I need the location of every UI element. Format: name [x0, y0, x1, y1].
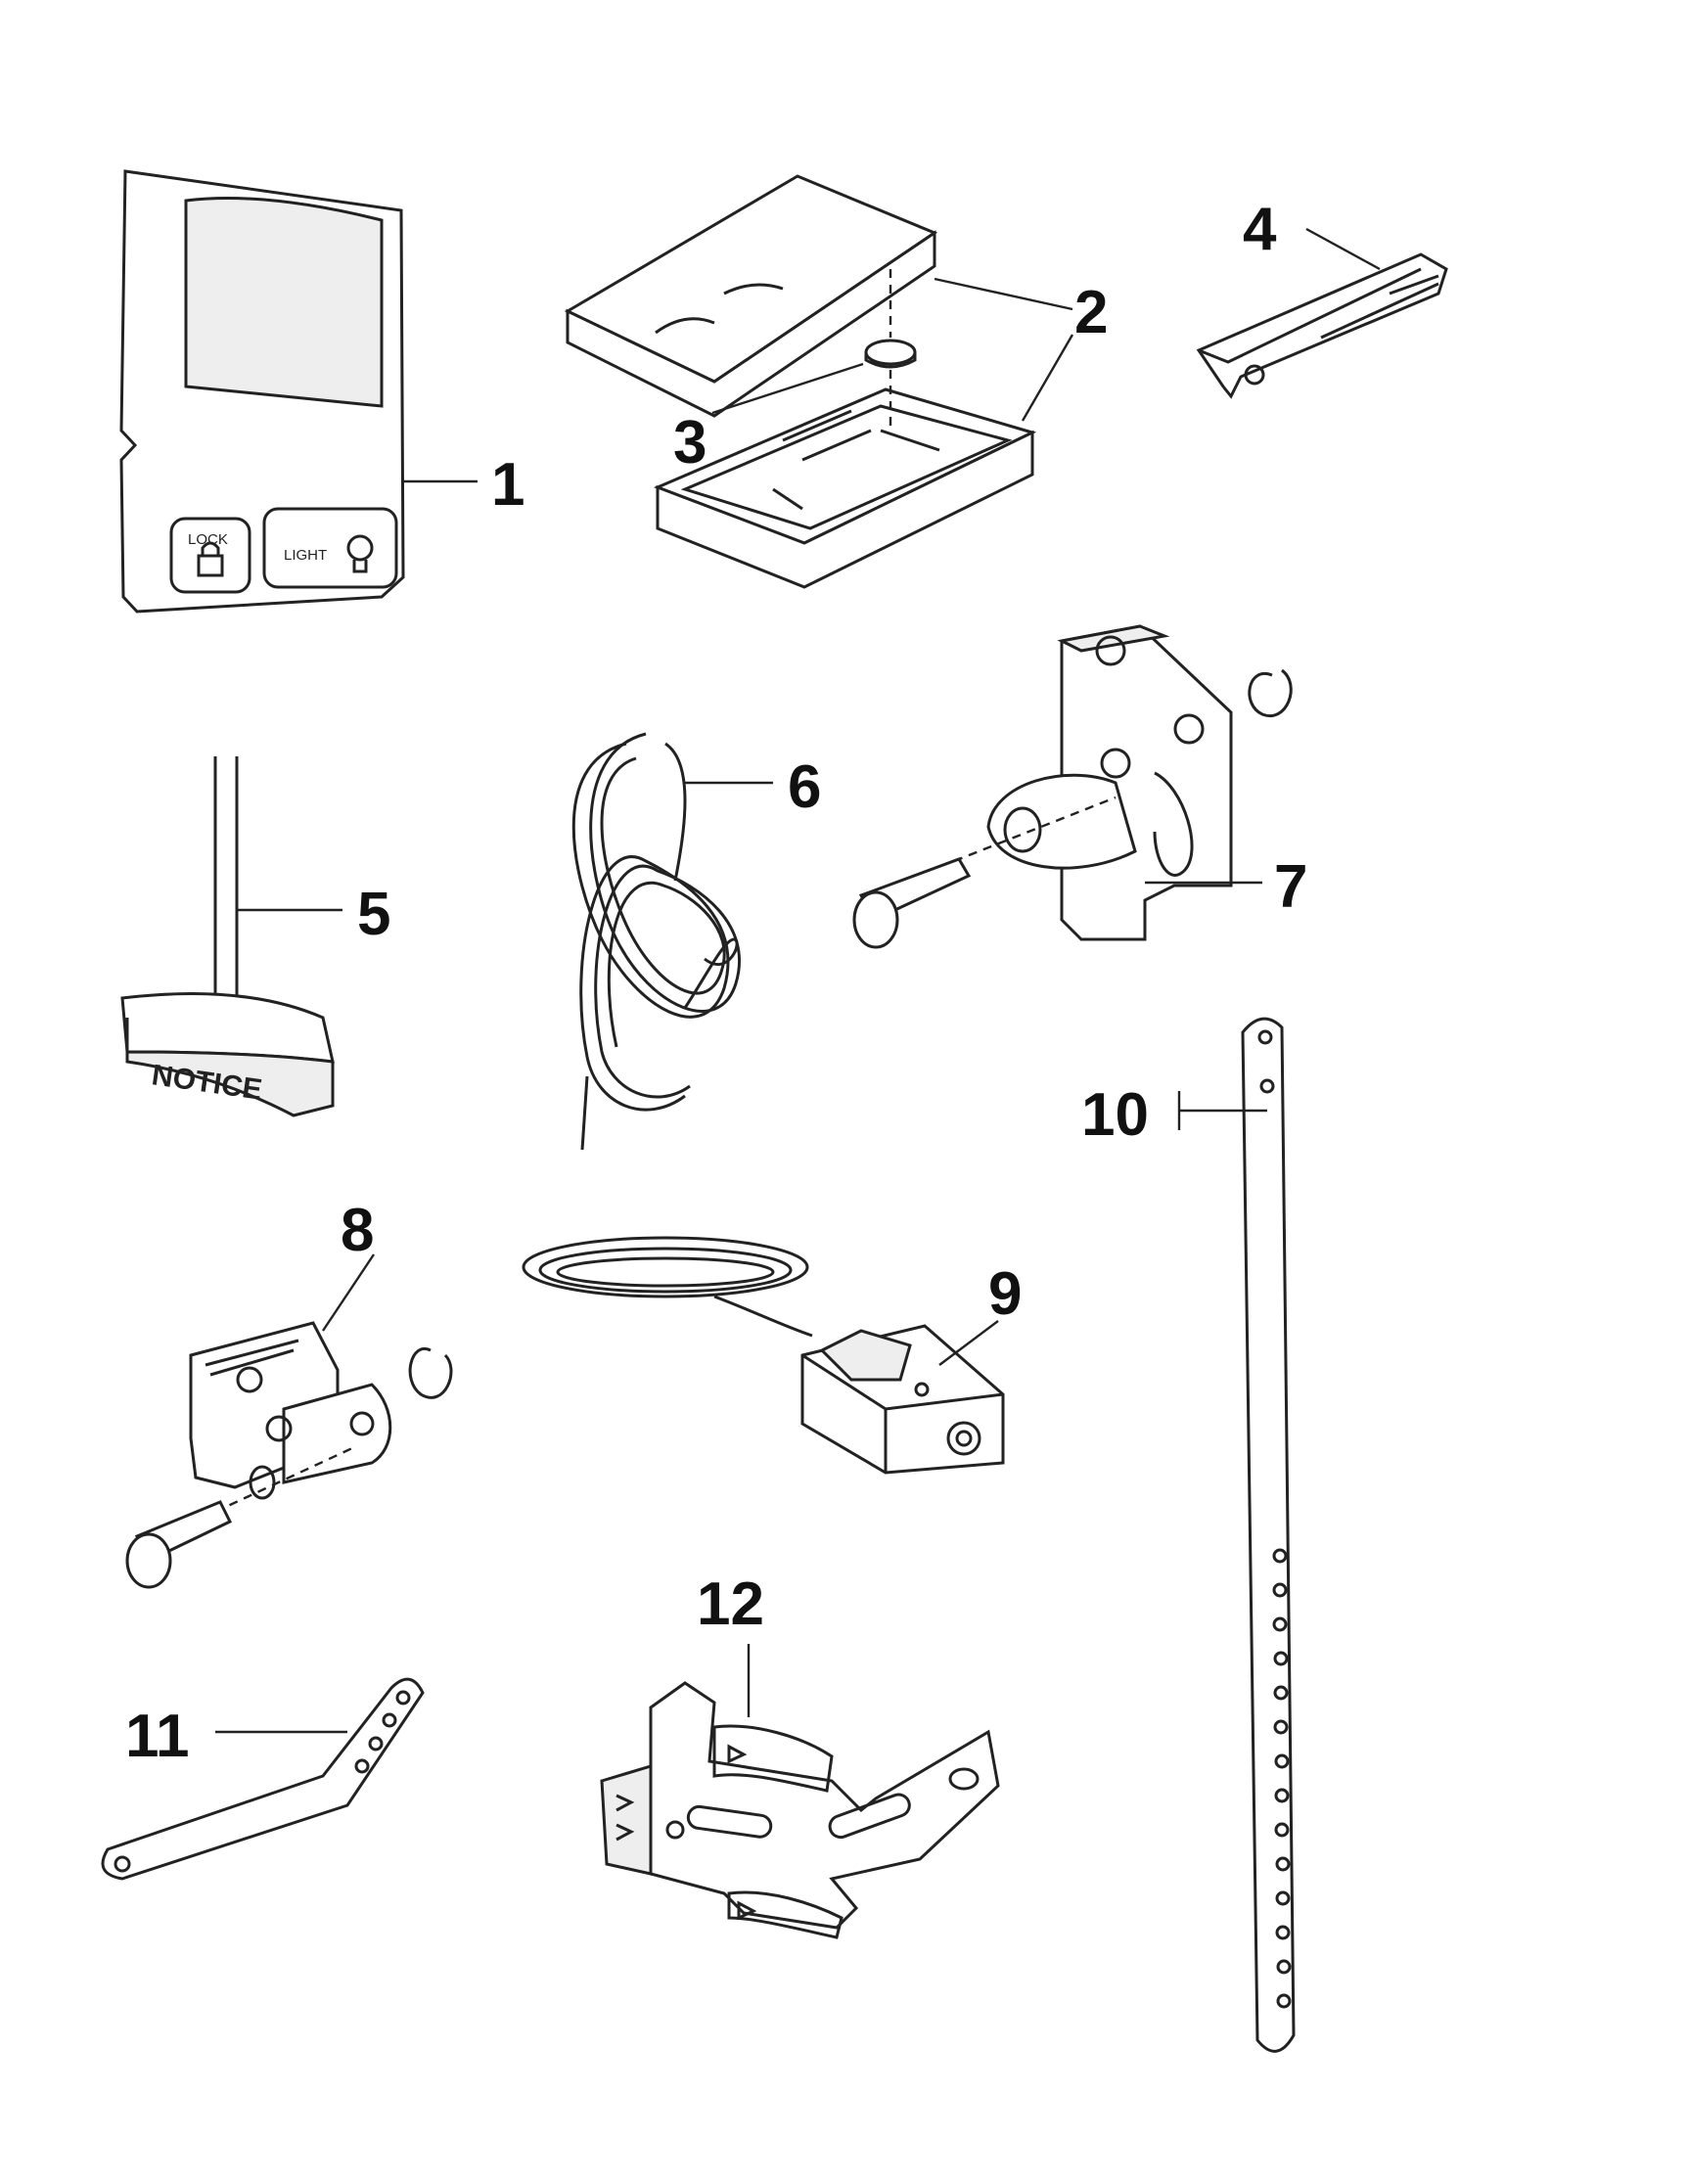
part-number-10: 10 [1081, 1081, 1149, 1149]
part-3-battery: 3 [673, 362, 864, 477]
part-8-bracket: 8 [125, 1197, 453, 1589]
part-number-4: 4 [1243, 196, 1277, 263]
part-number-1: 1 [491, 451, 524, 519]
lock-button-text: LOCK [188, 531, 228, 548]
part-4-visor-clip: 4 [1196, 196, 1448, 399]
part-number-12: 12 [697, 1570, 764, 1638]
part-number-9: 9 [988, 1260, 1022, 1328]
part-number-2: 2 [1074, 279, 1108, 346]
light-button-text: LIGHT [284, 547, 327, 564]
part-number-8: 8 [341, 1197, 374, 1264]
part-7-door-bracket: 7 [852, 624, 1307, 949]
part-2-remote-transmitter: 2 [564, 174, 1108, 589]
part-12-header-bracket: 12 [600, 1570, 1000, 1939]
part-number-6: 6 [788, 753, 821, 821]
part-number-7: 7 [1274, 853, 1307, 921]
part-1-wall-control: LOCK LIGHT 1 [119, 169, 524, 614]
part-11-curved-arm: 11 [101, 1677, 425, 1881]
part-number-3: 3 [673, 409, 707, 477]
part-9-safety-sensor: 9 [522, 1236, 1022, 1475]
part-6-bell-wire: 6 [571, 732, 821, 1151]
part-10-straight-arm: 10 [1081, 1017, 1296, 2053]
part-number-5: 5 [357, 881, 390, 948]
part-number-11: 11 [125, 1703, 190, 1770]
part-5-notice-tag: NOTICE 5 [120, 756, 390, 1117]
